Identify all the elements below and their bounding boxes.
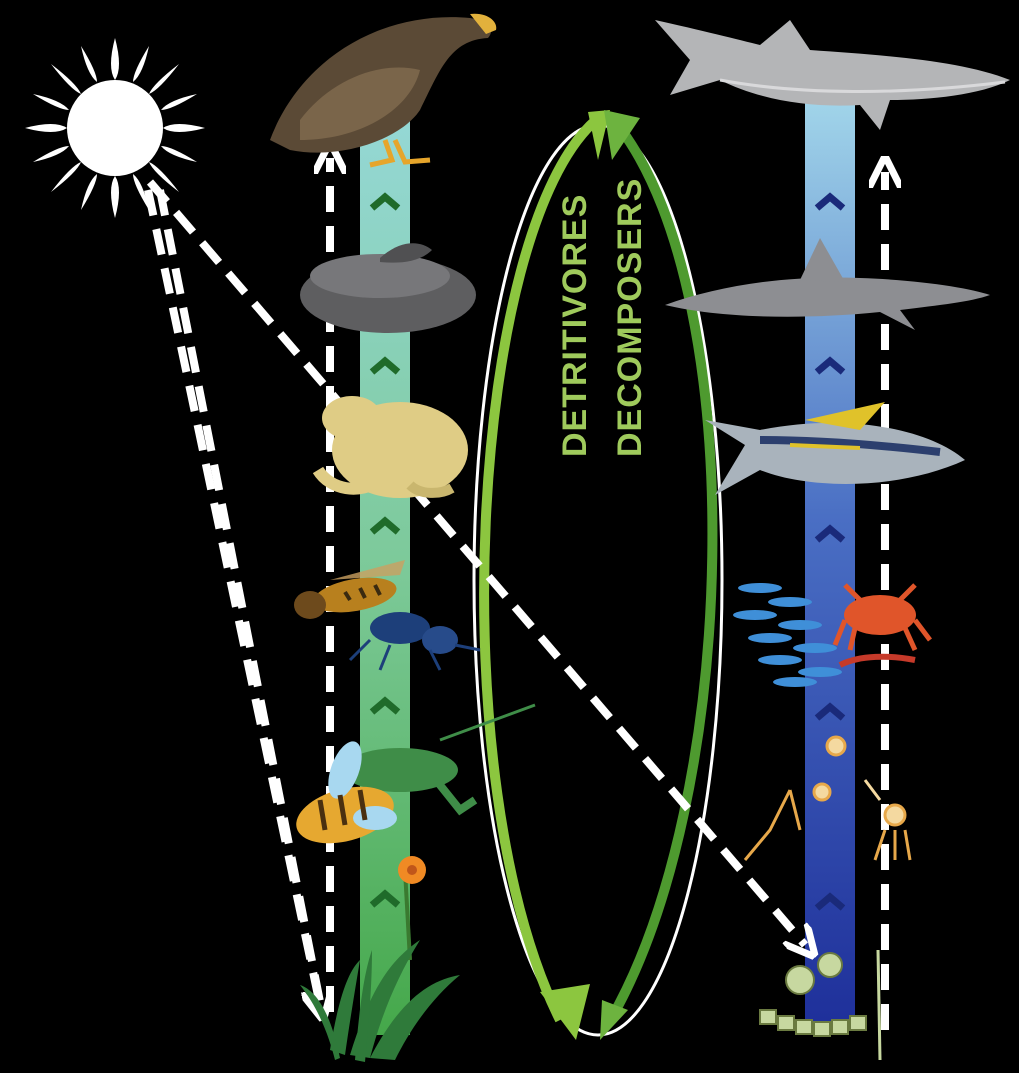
marine-column xyxy=(805,95,855,1030)
tuna-icon xyxy=(705,402,965,495)
toad-icon xyxy=(318,396,468,498)
decomposers-label: DECOMPOSERS xyxy=(610,247,650,457)
shrimp-icon xyxy=(840,657,915,665)
detritus-cycle-arrows xyxy=(484,110,712,1040)
sun-icon xyxy=(25,38,205,218)
snake-icon xyxy=(300,243,476,333)
detritivores-label: DETRITIVORES xyxy=(555,247,595,457)
